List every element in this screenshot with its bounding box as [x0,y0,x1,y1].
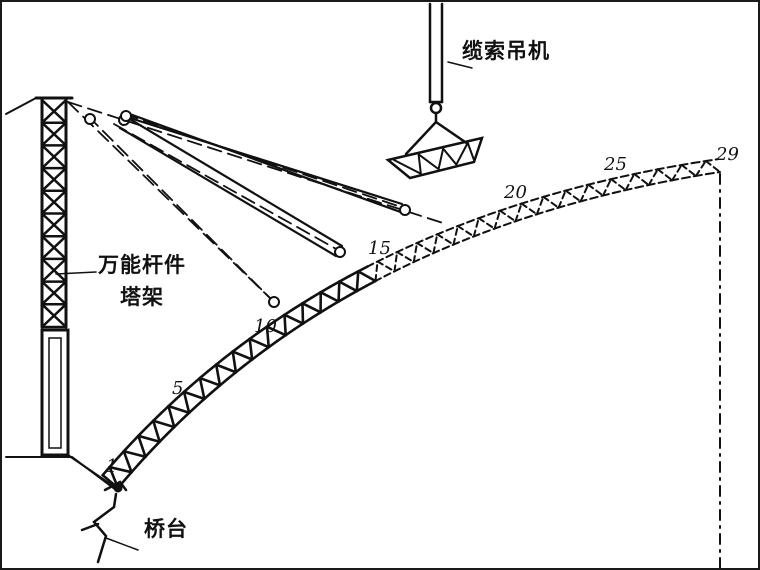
segment-number-1: 1 [106,456,117,477]
segment-number-25: 25 [603,154,627,175]
cable-crane-label: 缆索吊机 [462,39,550,63]
ground-line [5,456,117,491]
segment-number-15: 15 [368,238,391,259]
segment-number-10: 10 [254,316,277,337]
abutment-leader [105,537,139,551]
tower-leader [55,271,97,275]
tower-label-line1: 万能杆件 [97,253,186,277]
left-hillside [5,97,43,115]
arch-rib-planned [366,158,721,282]
hoisted-segment [385,136,484,180]
tower-base-column [40,328,70,457]
arch-rib-erected [101,265,377,490]
strut-pipes [118,110,408,258]
segment-number-20: 20 [503,182,527,203]
tower-label-line2: 塔架 [120,285,164,309]
segment-number-29: 29 [715,144,739,165]
cable-crane [404,2,473,156]
segment-number-5: 5 [172,378,183,399]
tower-base-inner [48,337,62,449]
abutment-label: 桥台 [144,517,188,541]
tower-abutment-tie [67,454,117,489]
abutment-structure [80,480,128,564]
strut-ends [84,110,411,308]
tower-lattice [40,98,68,329]
